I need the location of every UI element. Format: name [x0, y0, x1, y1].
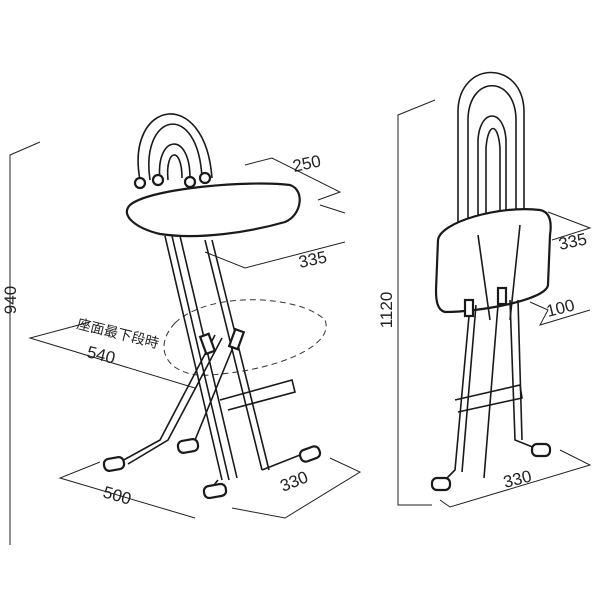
- left-base-width-dimension: 330: [231, 457, 362, 519]
- right-folded-depth-label: 100: [544, 296, 576, 321]
- right-height-label: 1120: [377, 292, 396, 329]
- lowest-seat-outline: [163, 299, 327, 376]
- right-seat-width-label: 335: [557, 229, 589, 253]
- left-seat-depth-label: 250: [291, 151, 323, 175]
- left-chair-illustration: [102, 113, 322, 500]
- right-chair-folded-illustration: [430, 71, 552, 492]
- left-height-dimension: 940: [1, 141, 41, 545]
- left-base-width-label: 330: [277, 467, 310, 495]
- right-base-width-label: 330: [501, 467, 533, 492]
- left-height-label: 940: [1, 286, 20, 314]
- left-seat-width-label: 335: [297, 247, 329, 271]
- right-folded-depth-dimension: 100: [529, 296, 591, 326]
- right-height-dimension: 1120: [377, 99, 436, 506]
- left-base-depth-label: 500: [101, 483, 134, 509]
- left-lowest-depth-label: 540: [85, 342, 117, 367]
- right-seat-width-dimension: 335: [547, 211, 592, 254]
- left-base-depth-dimension: 500: [58, 461, 196, 519]
- left-lowest-depth-dimension: 座面最下段時 540: [28, 299, 327, 389]
